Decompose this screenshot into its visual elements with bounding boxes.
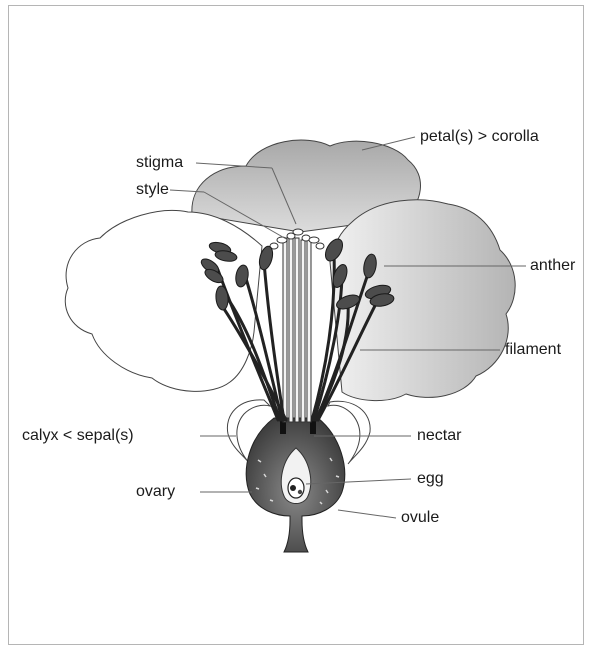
label-filament: filament xyxy=(505,341,561,359)
label-ovule: ovule xyxy=(401,509,439,527)
label-calyx: calyx < sepal(s) xyxy=(22,427,134,445)
label-egg: egg xyxy=(417,470,444,488)
label-style: style xyxy=(136,181,169,199)
label-stigma: stigma xyxy=(136,154,183,172)
egg-cell-2 xyxy=(298,490,302,494)
label-anther: anther xyxy=(530,257,575,275)
label-petal: petal(s) > corolla xyxy=(420,128,539,146)
egg-nucleus xyxy=(290,485,296,491)
label-nectar: nectar xyxy=(417,427,461,445)
style-bundle xyxy=(283,236,311,422)
petal-left xyxy=(65,210,262,391)
label-ovary: ovary xyxy=(136,483,175,501)
